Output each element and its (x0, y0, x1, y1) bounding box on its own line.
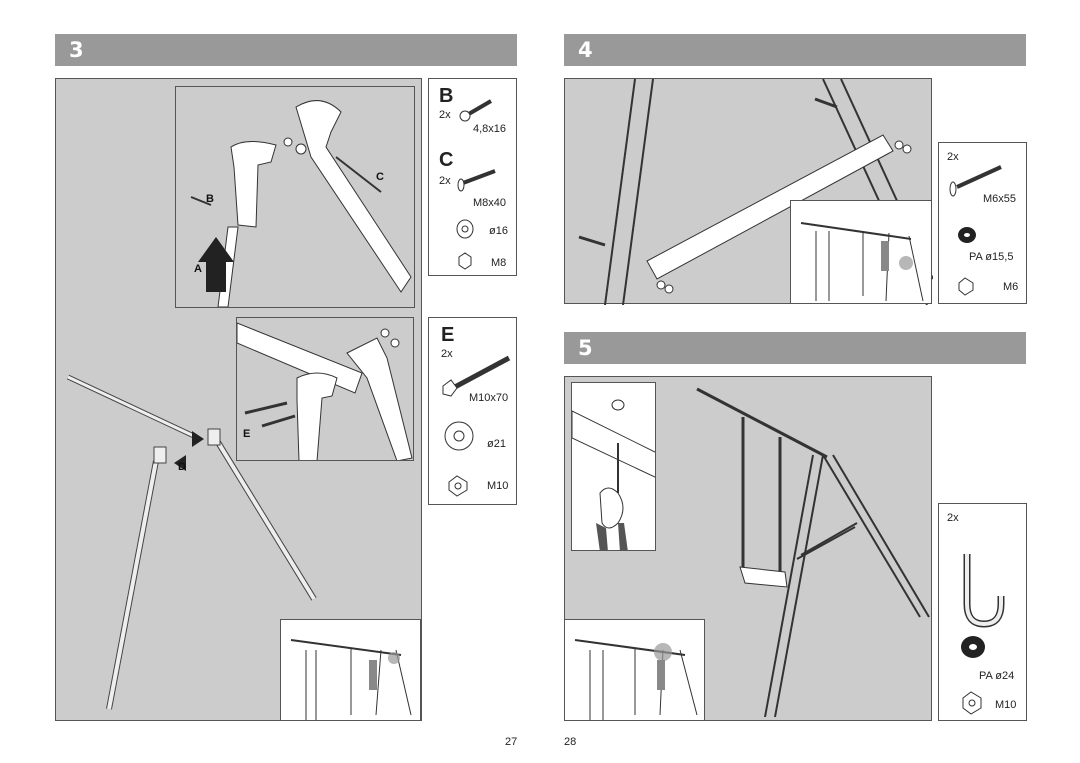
playset-thumbnail (800, 222, 924, 302)
parts-list-e: E 2x M10x70 ø21 M10 (428, 317, 517, 505)
parts-list-step4: 2x M6x55 PA ø15,5 M6 (938, 142, 1027, 304)
top-bar-joint-illustration (237, 322, 413, 460)
detail-inset-hook (571, 382, 656, 551)
bolt-icon (442, 355, 511, 397)
step-3-number: 3 (69, 38, 84, 62)
washer-icon (961, 636, 985, 658)
part-b-letter: B (439, 85, 454, 107)
part-b-size: 4,8x16 (473, 123, 507, 135)
part-c-qty: 2x (439, 175, 451, 187)
step-5-header: 5 (564, 332, 1026, 364)
leg-joint-illustration (190, 100, 412, 307)
playset-thumbnail (574, 639, 698, 720)
parts-list-step5: 2x PA ø24 M10 (938, 503, 1027, 721)
washer-icon (456, 219, 474, 239)
nut-icon (448, 475, 468, 497)
part-c-washer: ø16 (489, 225, 508, 237)
swing-frame-assembly-illustration (66, 374, 317, 710)
j-hook-icon (963, 554, 1005, 628)
part-e-washer: ø21 (487, 438, 506, 450)
parts-icons-bc (456, 99, 496, 270)
nut-icon (962, 691, 982, 715)
step-3-header: 3 (55, 34, 517, 66)
callout-b: B (206, 193, 214, 205)
detail-inset-e: E (236, 317, 414, 461)
page-number-left: 27 (505, 736, 518, 748)
parts-icons-e (442, 355, 511, 497)
nut-icon (958, 277, 974, 296)
parts-icons-step5 (961, 554, 1005, 715)
hook-detail-illustration (572, 399, 655, 550)
parts-list-bc: B 2x 4,8x16 C 2x M8x40 ø16 M8 (428, 78, 517, 276)
swing-seat-illustration (696, 387, 930, 718)
part-b-qty: 2x (439, 109, 451, 121)
playset-thumbnail (281, 620, 420, 720)
nut-icon (458, 252, 472, 270)
overview-thumbnail-step5 (564, 619, 705, 721)
part-c-nut: M8 (491, 257, 507, 269)
detail-inset-abc: A B C (175, 86, 415, 308)
parts-icons-step4 (949, 165, 1002, 296)
screw-icon (459, 99, 493, 122)
overview-thumbnail-step4 (790, 200, 932, 304)
callout-c: C (376, 171, 384, 183)
part-c-size: M8x40 (473, 197, 507, 209)
callout-a: A (194, 263, 202, 275)
step4-nut-size: M6 (1003, 281, 1019, 293)
part-e-nut: M10 (487, 480, 509, 492)
part-e-size: M10x70 (469, 392, 509, 404)
callout-d: D (178, 461, 186, 473)
overview-thumbnail-step3 (280, 619, 421, 721)
step5-nut-size: M10 (995, 699, 1017, 711)
bolt-icon (457, 169, 496, 192)
part-c-letter: C (439, 149, 454, 171)
page-number-right: 28 (564, 736, 577, 748)
step4-bolt-size: M6x55 (983, 193, 1017, 205)
part-e-qty: 2x (441, 348, 453, 360)
callout-e: E (243, 428, 251, 440)
step-4-number: 4 (578, 38, 593, 62)
step-5-number: 5 (578, 336, 593, 360)
step5-qty: 2x (947, 512, 959, 524)
washer-icon (444, 421, 474, 451)
part-e-letter: E (441, 324, 455, 346)
step4-qty: 2x (947, 151, 959, 163)
step4-washer-size: PA ø15,5 (969, 251, 1014, 263)
step-4-header: 4 (564, 34, 1026, 66)
step5-washer-size: PA ø24 (979, 670, 1015, 682)
washer-icon (958, 227, 976, 243)
bolt-icon (949, 165, 1002, 197)
